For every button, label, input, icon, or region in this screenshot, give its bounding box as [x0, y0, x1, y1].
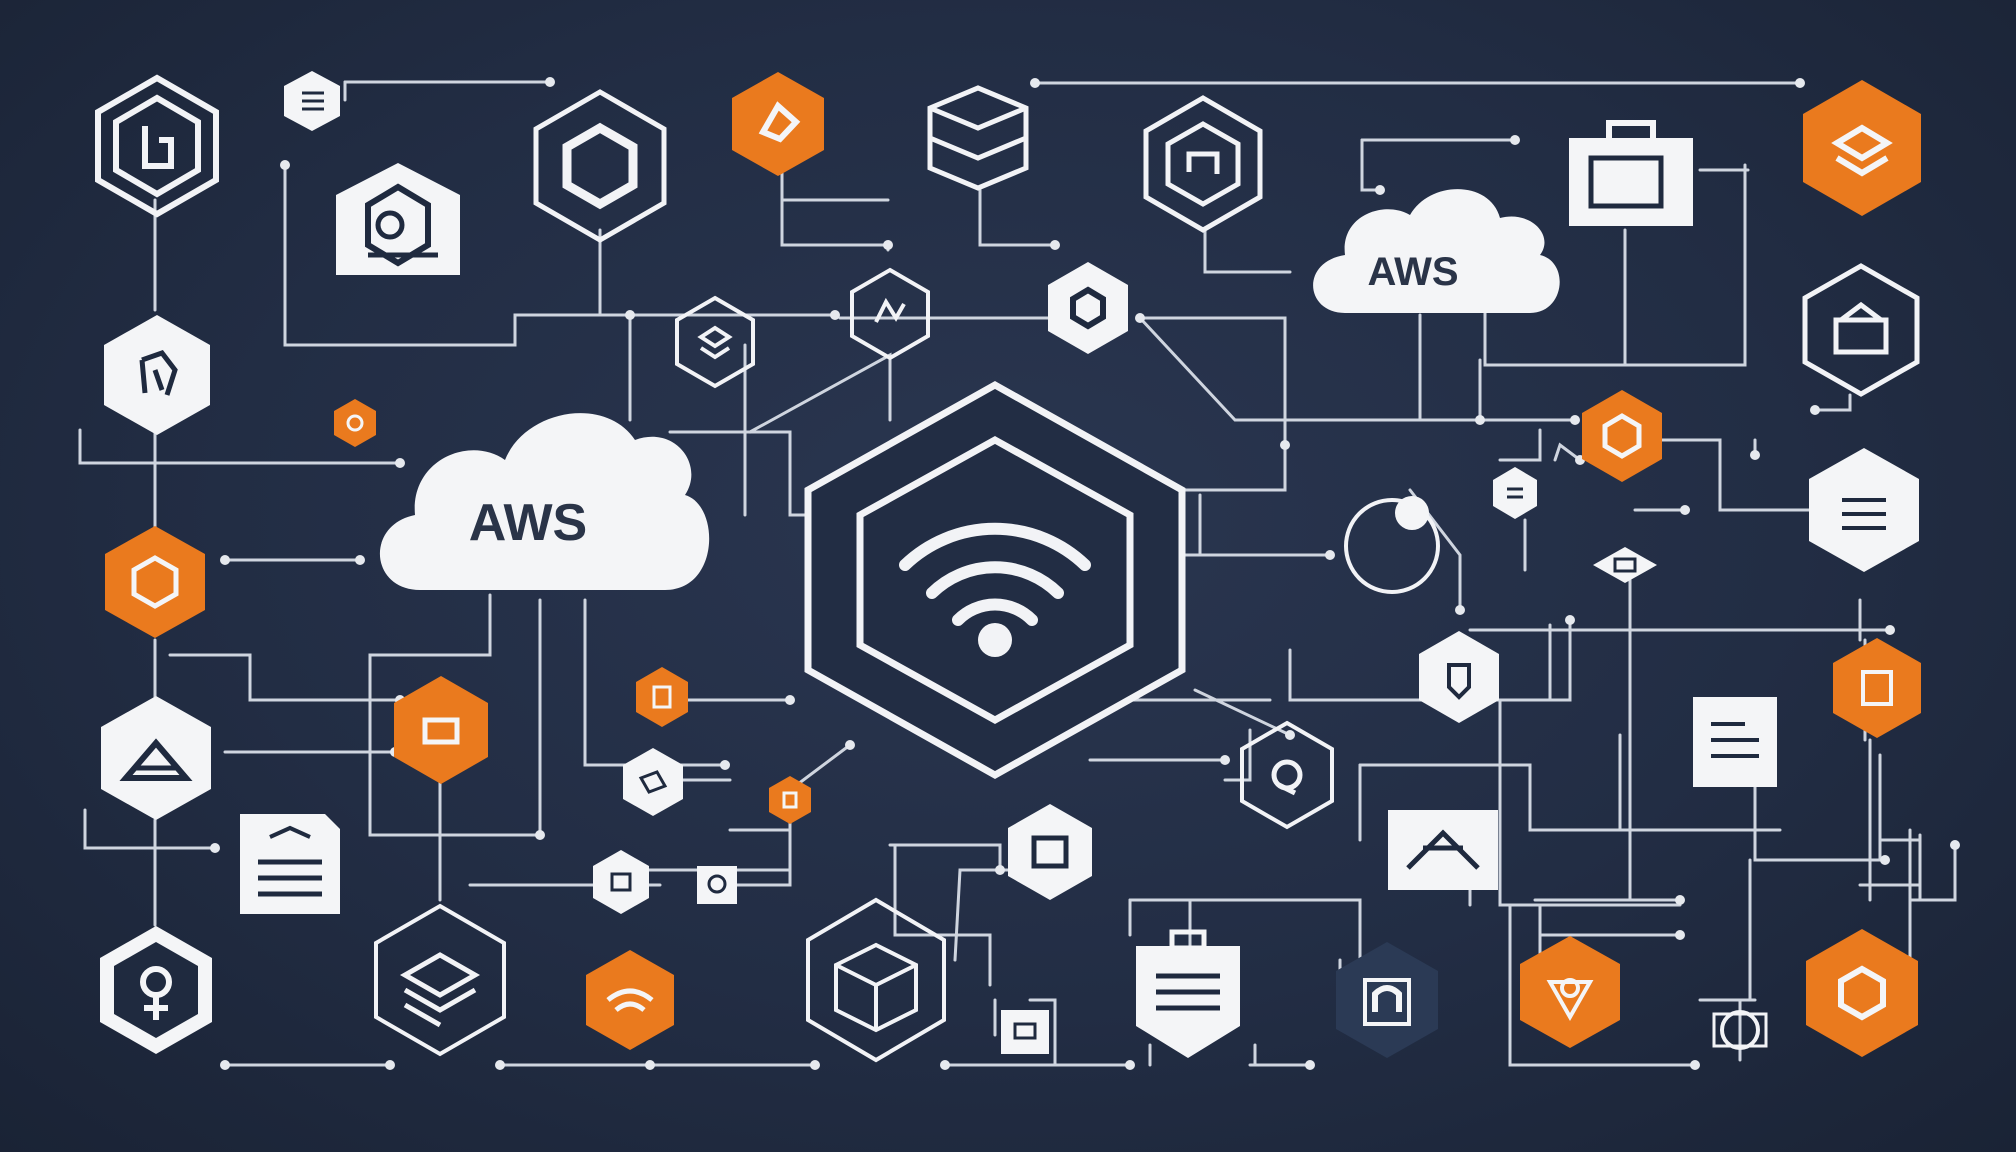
network-node-icon [1833, 638, 1921, 738]
network-node-icon [1803, 80, 1921, 216]
network-node-icon [1806, 929, 1918, 1057]
network-node-icon [95, 74, 219, 218]
aws-cloud-label: AWS [469, 494, 587, 552]
network-node-icon [104, 315, 210, 435]
database-icon [374, 903, 506, 1057]
aws-cloud-small: AWS [1313, 189, 1560, 313]
network-node-icon [1520, 936, 1620, 1048]
network-node-icon [394, 676, 488, 784]
document-icon [284, 71, 340, 131]
network-node-icon [1419, 631, 1499, 723]
document-icon [1693, 697, 1777, 787]
network-node-icon [1593, 547, 1657, 583]
network-node-icon [1240, 720, 1334, 830]
network-node-icon [1336, 942, 1438, 1058]
network-node-icon [675, 295, 755, 389]
network-node-icon [100, 926, 212, 1054]
security-icon [1802, 263, 1920, 397]
network-node-icon [593, 850, 649, 914]
document-icon [1136, 929, 1240, 1058]
aws-cloud-label: AWS [1367, 250, 1458, 294]
briefcase-icon [1569, 120, 1693, 226]
central-wifi-node [804, 380, 1186, 780]
server-icon [1388, 810, 1498, 890]
network-node-icon [623, 748, 683, 816]
network-node-icon [697, 866, 737, 904]
network-node-icon [586, 950, 674, 1050]
aws-cloud-large: AWS [379, 413, 710, 590]
network-node-icon [533, 89, 667, 243]
document-icon [240, 814, 340, 914]
server-icon [101, 696, 211, 820]
network-node-icon [769, 776, 811, 824]
network-node-icon [1008, 804, 1092, 900]
network-node-icon [1582, 390, 1662, 482]
network-node-icon [1048, 262, 1128, 354]
network-node-icon [105, 526, 205, 638]
network-node-icon [1344, 496, 1440, 594]
network-node-icon [636, 667, 688, 727]
database-icon [927, 85, 1029, 191]
network-node-icon [334, 399, 376, 447]
network-node-icon [1001, 1010, 1049, 1054]
document-icon [1809, 448, 1919, 572]
network-node-icon [1712, 1010, 1768, 1050]
central-wifi-icon [899, 522, 1091, 626]
network-node-icon [732, 72, 824, 176]
database-icon [806, 897, 946, 1063]
network-node-icon [1143, 95, 1263, 233]
network-node-icon [850, 267, 930, 361]
storage-icon [336, 163, 460, 275]
network-node-icon [1493, 467, 1537, 519]
